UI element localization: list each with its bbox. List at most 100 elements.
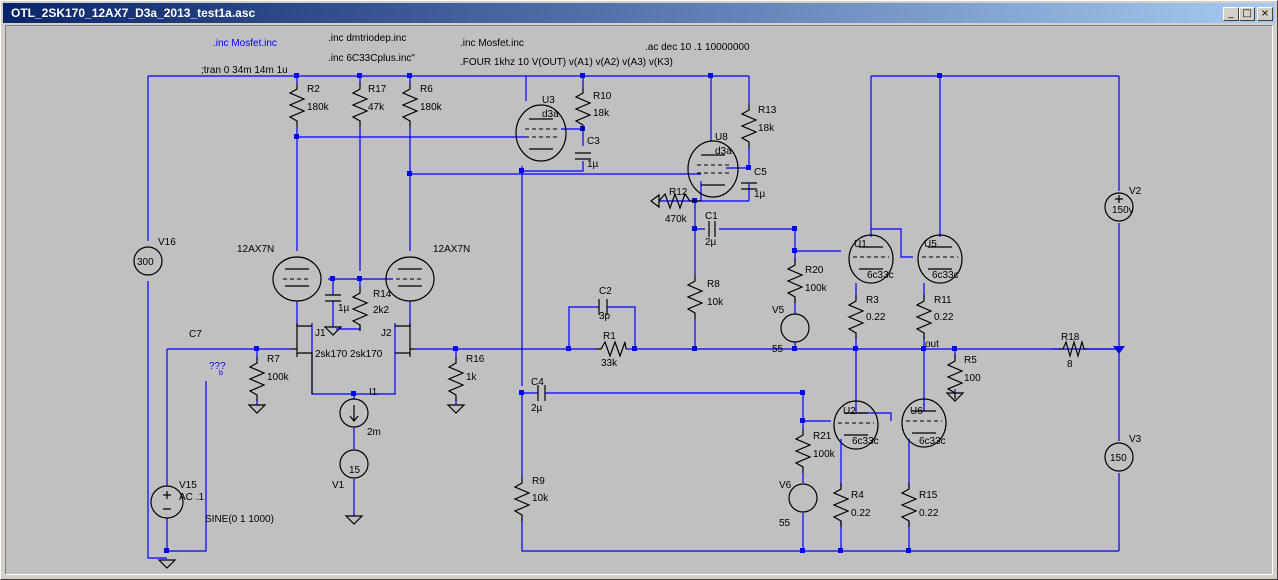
window-title: OTL_2SK170_12AX7_D3a_2013_test1a.asc [11,6,256,20]
label-r15-name: R15 [919,490,938,501]
capacitor-symbols [325,152,757,401]
label-v1-value: 15 [349,465,361,476]
voltage-sources [133,192,1134,519]
close-button[interactable]: × [1257,7,1273,21]
label-r3-value: 0.22 [866,312,886,323]
label-u3-name: U3 [542,95,555,106]
label-v16-value: 300 [137,257,154,268]
directive-tran: ;tran 0 34m 14m 1u [201,65,288,76]
label-r6-value: 180k [420,102,443,113]
label-r13-name: R13 [758,105,777,116]
directive-inc-mosfet-1: .inc Mosfet.inc [213,38,277,49]
label-c6-value: 1µ [338,303,350,314]
label-v5-name: V5 [772,305,785,316]
label-u8-model: d3a [715,146,732,157]
label-v6-name: V6 [779,480,792,491]
label-j1: J1 [315,328,326,339]
maximize-button[interactable]: □ [1239,7,1255,21]
label-r14-value: 2k2 [373,305,390,316]
jfet-symbols [291,323,415,394]
label-v2-value: 150v [1112,205,1134,216]
label-c4-value: 2µ [531,403,543,414]
tube-symbols [272,104,963,450]
label-u5-name: U5 [924,239,937,250]
label-u1-model: 6c33c [867,270,894,281]
directive-inc-dmtriodep: .inc dmtriodep.inc [328,33,406,44]
label-v15-sine: SINE(0 1 1000) [205,514,274,525]
label-r4-name: R4 [851,490,864,501]
label-v3-name: V3 [1129,434,1142,445]
minimize-button[interactable]: _ [1223,7,1239,21]
net-label-out: out [925,339,939,350]
label-r15-value: 0.22 [919,508,939,519]
directive-four: .FOUR 1khz 10 V(OUT) v(A1) v(A2) v(A3) v… [460,57,673,68]
label-r21-name: R21 [813,431,832,442]
label-r6-name: R6 [420,84,433,95]
label-r13-value: 18k [758,123,775,134]
label-r9-name: R9 [532,476,545,487]
label-r18-value: 8 [1067,359,1073,370]
label-r1-name: R1 [603,331,616,342]
label-r5-name: R5 [964,355,977,366]
label-u3-model: d3a [542,109,559,120]
label-c2-name: C2 [599,286,612,297]
label-r20-value: 100k [805,283,828,294]
label-r12-name: R12 [669,187,688,198]
label-unknown: ??? [209,361,226,372]
label-r11-value: 0.22 [934,312,954,323]
label-unknown-sub: b [219,370,223,377]
label-v15-ac: AC .1 [179,492,204,503]
label-r10-value: 18k [593,108,610,119]
label-c3-value: 1µ [587,159,599,170]
label-r21-value: 100k [813,449,836,460]
label-r8-name: R8 [707,279,720,290]
label-r1-value: 33k [601,358,618,369]
directive-ac: .ac dec 10 .1 10000000 [645,42,750,53]
label-u2-name: U2 [843,406,856,417]
label-u8-name: U8 [715,132,728,143]
label-v5-value: 55 [772,344,784,355]
label-u6-model: 6c33c [919,436,946,447]
label-jfet-model: 2sk170 2sk170 [315,349,383,360]
label-j2: J2 [381,328,392,339]
label-r7-value: 100k [267,372,290,383]
label-c4-name: C4 [531,377,544,388]
label-r10-name: R10 [593,91,612,102]
label-c3-name: C3 [587,136,600,147]
label-u1-name: U1 [854,239,867,250]
schematic-canvas[interactable]: .inc Mosfet.inc .inc dmtriodep.inc .inc … [5,25,1273,575]
label-c1-name: C1 [705,211,718,222]
label-r2-name: R2 [307,84,320,95]
spice-directives: .inc Mosfet.inc .inc dmtriodep.inc .inc … [201,33,750,76]
label-c5-value: 1µ [754,189,766,200]
label-r2-value: 180k [307,102,330,113]
label-12ax7-right: 12AX7N [433,244,470,255]
label-r12-value: 470k [665,214,688,225]
label-v2-name: V2 [1129,186,1142,197]
label-r4-value: 0.22 [851,508,871,519]
label-r20-name: R20 [805,265,824,276]
label-r17-value: 47k [368,102,385,113]
label-r14-name: R14 [373,289,392,300]
label-u6-name: U6 [910,406,923,417]
directive-inc-mosfet-2: .inc Mosfet.inc [460,38,524,49]
label-c2-value: 3p [599,311,611,322]
label-r3-name: R3 [866,295,879,306]
label-v6-value: 55 [779,518,791,529]
label-c1-value: 2µ [705,237,717,248]
label-12ax7-left: 12AX7N [237,244,274,255]
resistor-symbols [249,82,1087,528]
label-v15-name: V15 [179,480,197,491]
label-r16-name: R16 [466,354,485,365]
label-r16-value: 1k [466,372,478,383]
label-r18-name: R18 [1061,332,1080,343]
label-i1-value: 2m [367,427,381,438]
label-i1-name: I1 [369,387,378,398]
label-r17-name: R17 [368,84,387,95]
label-v16-name: V16 [158,237,176,248]
directive-inc-6c33c: .inc 6C33Cplus.inc" [328,53,415,64]
label-u2-model: 6c33c [852,436,879,447]
schematic-drawing: .inc Mosfet.inc .inc dmtriodep.inc .inc … [133,33,1142,569]
title-bar[interactable]: OTL_2SK170_12AX7_D3a_2013_test1a.asc _ □… [3,3,1275,23]
